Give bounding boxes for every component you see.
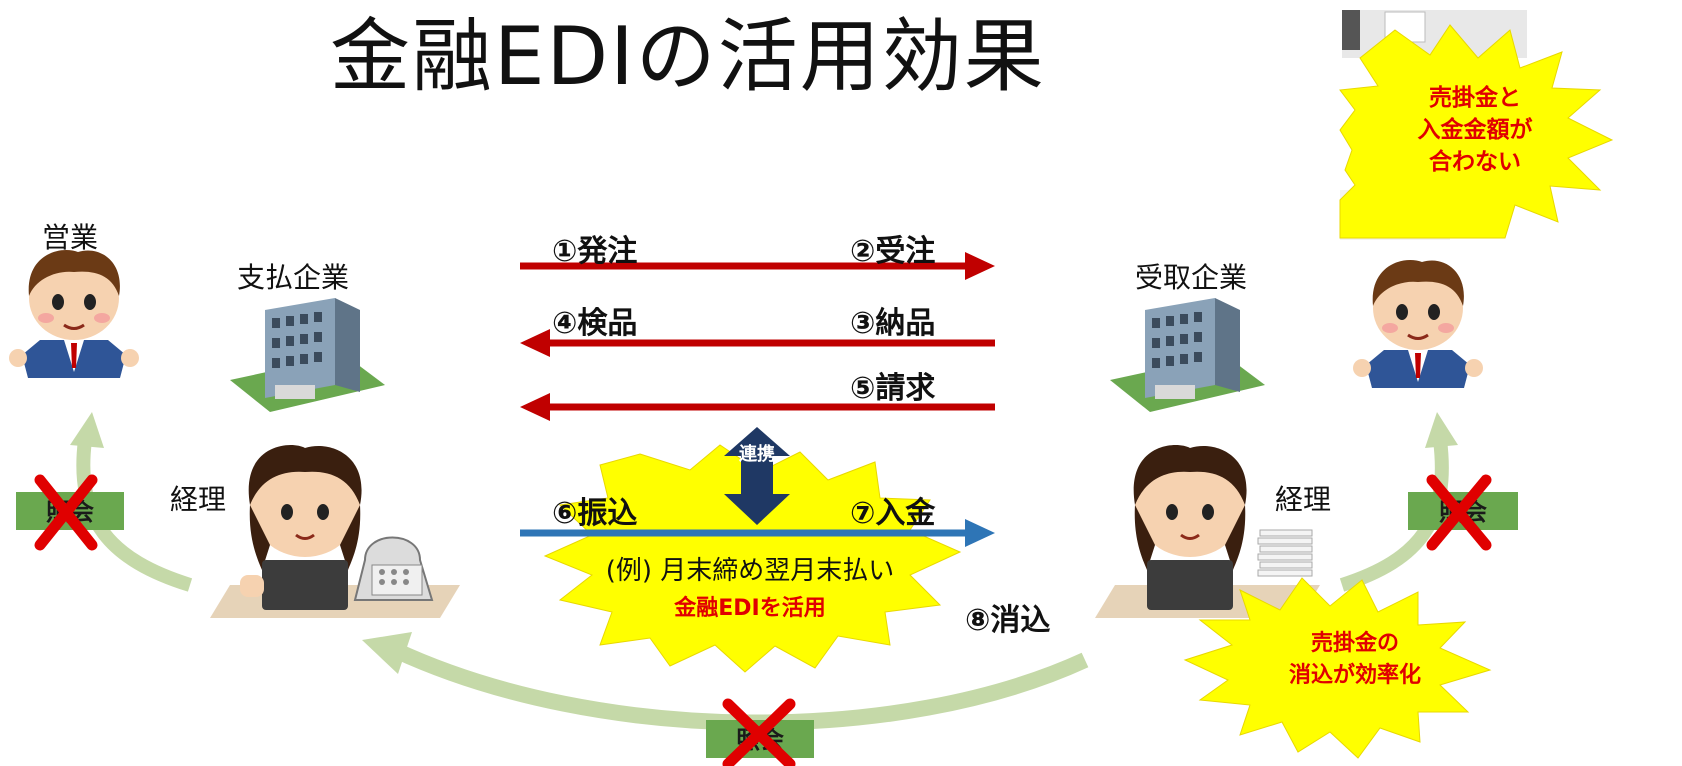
flow-transfer: ⑥振込 xyxy=(552,496,638,531)
edi-usage-text: 金融EDIを活用 xyxy=(674,596,826,621)
link-label: 連携 xyxy=(739,444,775,465)
page-title: 金融EDIの活用効果 xyxy=(330,10,1046,103)
mismatch-callout-text: 売掛金と 入金金額が 合わない xyxy=(1417,85,1533,175)
payer-sales-label: 営業 xyxy=(42,221,99,254)
mismatch-callout xyxy=(1339,10,1614,240)
flow-receive-order: ②受注 xyxy=(850,234,936,269)
telephone-icon xyxy=(353,536,434,601)
payer-sales-businessman-icon xyxy=(9,249,139,378)
flow-order: ①発注 xyxy=(552,234,638,269)
billing-arrow xyxy=(520,393,995,421)
example-text: (例) 月末締め翌月末払い xyxy=(605,556,895,586)
payee-sales-businessman-icon xyxy=(1353,259,1483,388)
link-double-arrow xyxy=(724,427,790,525)
payer-accountant-icon xyxy=(210,445,460,618)
payer-building-icon xyxy=(230,298,385,412)
flow-reconciliation: ⑧消込 xyxy=(965,603,1051,638)
payment-arrow xyxy=(520,519,995,547)
left-inquiry-arrow xyxy=(70,412,193,592)
payee-accounting-label: 経理 xyxy=(1275,483,1332,516)
payer-accounting-label: 経理 xyxy=(170,483,227,516)
flow-deposit: ⑦入金 xyxy=(850,496,936,531)
efficiency-callout-text: 売掛金の 消込が効率化 xyxy=(1288,631,1421,688)
bottom-inquiry-box: 照会 xyxy=(706,698,814,766)
laptop-icon xyxy=(1147,560,1233,610)
flow-delivery: ③納品 xyxy=(850,306,936,341)
payee-company-label: 受取企業 xyxy=(1135,261,1248,294)
order-arrow xyxy=(520,252,995,280)
left-inquiry-box: 照会 xyxy=(16,474,124,551)
left-cross-icon xyxy=(34,474,98,551)
payee-building-icon xyxy=(1110,298,1265,412)
flow-inspection: ④検品 xyxy=(552,306,638,341)
flow-billing: ⑤請求 xyxy=(850,371,936,406)
payer-company-label: 支払企業 xyxy=(237,261,350,294)
edi-burst xyxy=(543,444,962,673)
bottom-cross-icon xyxy=(722,698,796,766)
right-inquiry-arrow xyxy=(1339,412,1458,592)
right-inquiry-box: 照会 xyxy=(1408,474,1518,551)
payee-accountant-icon xyxy=(1095,445,1320,618)
efficiency-callout xyxy=(1183,577,1492,759)
document-stack-icon xyxy=(1257,529,1313,577)
laptop-icon xyxy=(262,560,348,610)
delivery-arrow xyxy=(520,329,995,357)
right-cross-icon xyxy=(1426,474,1492,551)
